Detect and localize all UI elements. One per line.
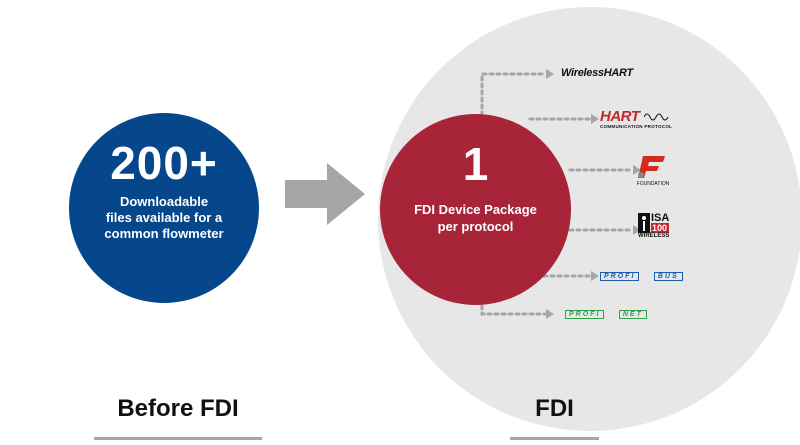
profinet-logo: PROFI NET [565, 303, 647, 321]
hart-subtitle: COMMUNICATION PROTOCOL [600, 124, 673, 129]
arrowhead-profibus [591, 271, 599, 281]
arrowhead-wirelesshart [546, 69, 554, 79]
fdi-circle: 1 FDI Device Package per protocol [380, 114, 571, 305]
arrowhead-profinet [546, 309, 554, 319]
hart-logo-text: HART [600, 108, 640, 125]
hart-logo: HART COMMUNICATION PROTOCOL [600, 108, 672, 129]
isa100-logo: ISA 100 WIRELESS [638, 212, 670, 239]
arrowhead-isa100 [633, 225, 641, 235]
foundation-f-icon [638, 156, 665, 178]
arrowhead-hart [591, 114, 599, 124]
isa100-top-text: ISA [651, 212, 670, 224]
profinet-top: PROFI [565, 310, 605, 319]
connector-wirelesshart [480, 72, 547, 117]
profinet-bottom: NET [618, 310, 647, 319]
file-count: 200+ [110, 137, 218, 189]
foundation-logo: FOUNDATION [635, 154, 671, 187]
profibus-logo: PROFI BUS [600, 265, 683, 283]
hart-wave-icon [643, 113, 669, 121]
transition-arrow [285, 163, 365, 225]
wirelesshart-logo: WirelessHART [561, 67, 633, 79]
isa100-subtitle: WIRELESS [638, 233, 670, 239]
package-caption: FDI Device Package per protocol [414, 202, 537, 234]
file-count-caption: Downloadable files available for a commo… [104, 194, 224, 241]
before-fdi-label: Before FDI [117, 395, 239, 422]
arrowhead-foundation [633, 165, 641, 175]
foundation-subtitle: FOUNDATION [636, 181, 670, 187]
protocol-connectors [480, 69, 641, 319]
profibus-bottom: BUS [653, 272, 683, 281]
before-fdi-circle: 200+ Downloadable files available for a … [69, 113, 259, 303]
fdi-underline [510, 437, 599, 440]
isa100-tower-icon [638, 213, 650, 233]
before-fdi-underline [94, 437, 262, 440]
isa100-number: 100 [651, 223, 670, 233]
profibus-top: PROFI [600, 272, 640, 281]
fdi-label: FDI [535, 395, 574, 422]
package-count: 1 [462, 138, 489, 190]
